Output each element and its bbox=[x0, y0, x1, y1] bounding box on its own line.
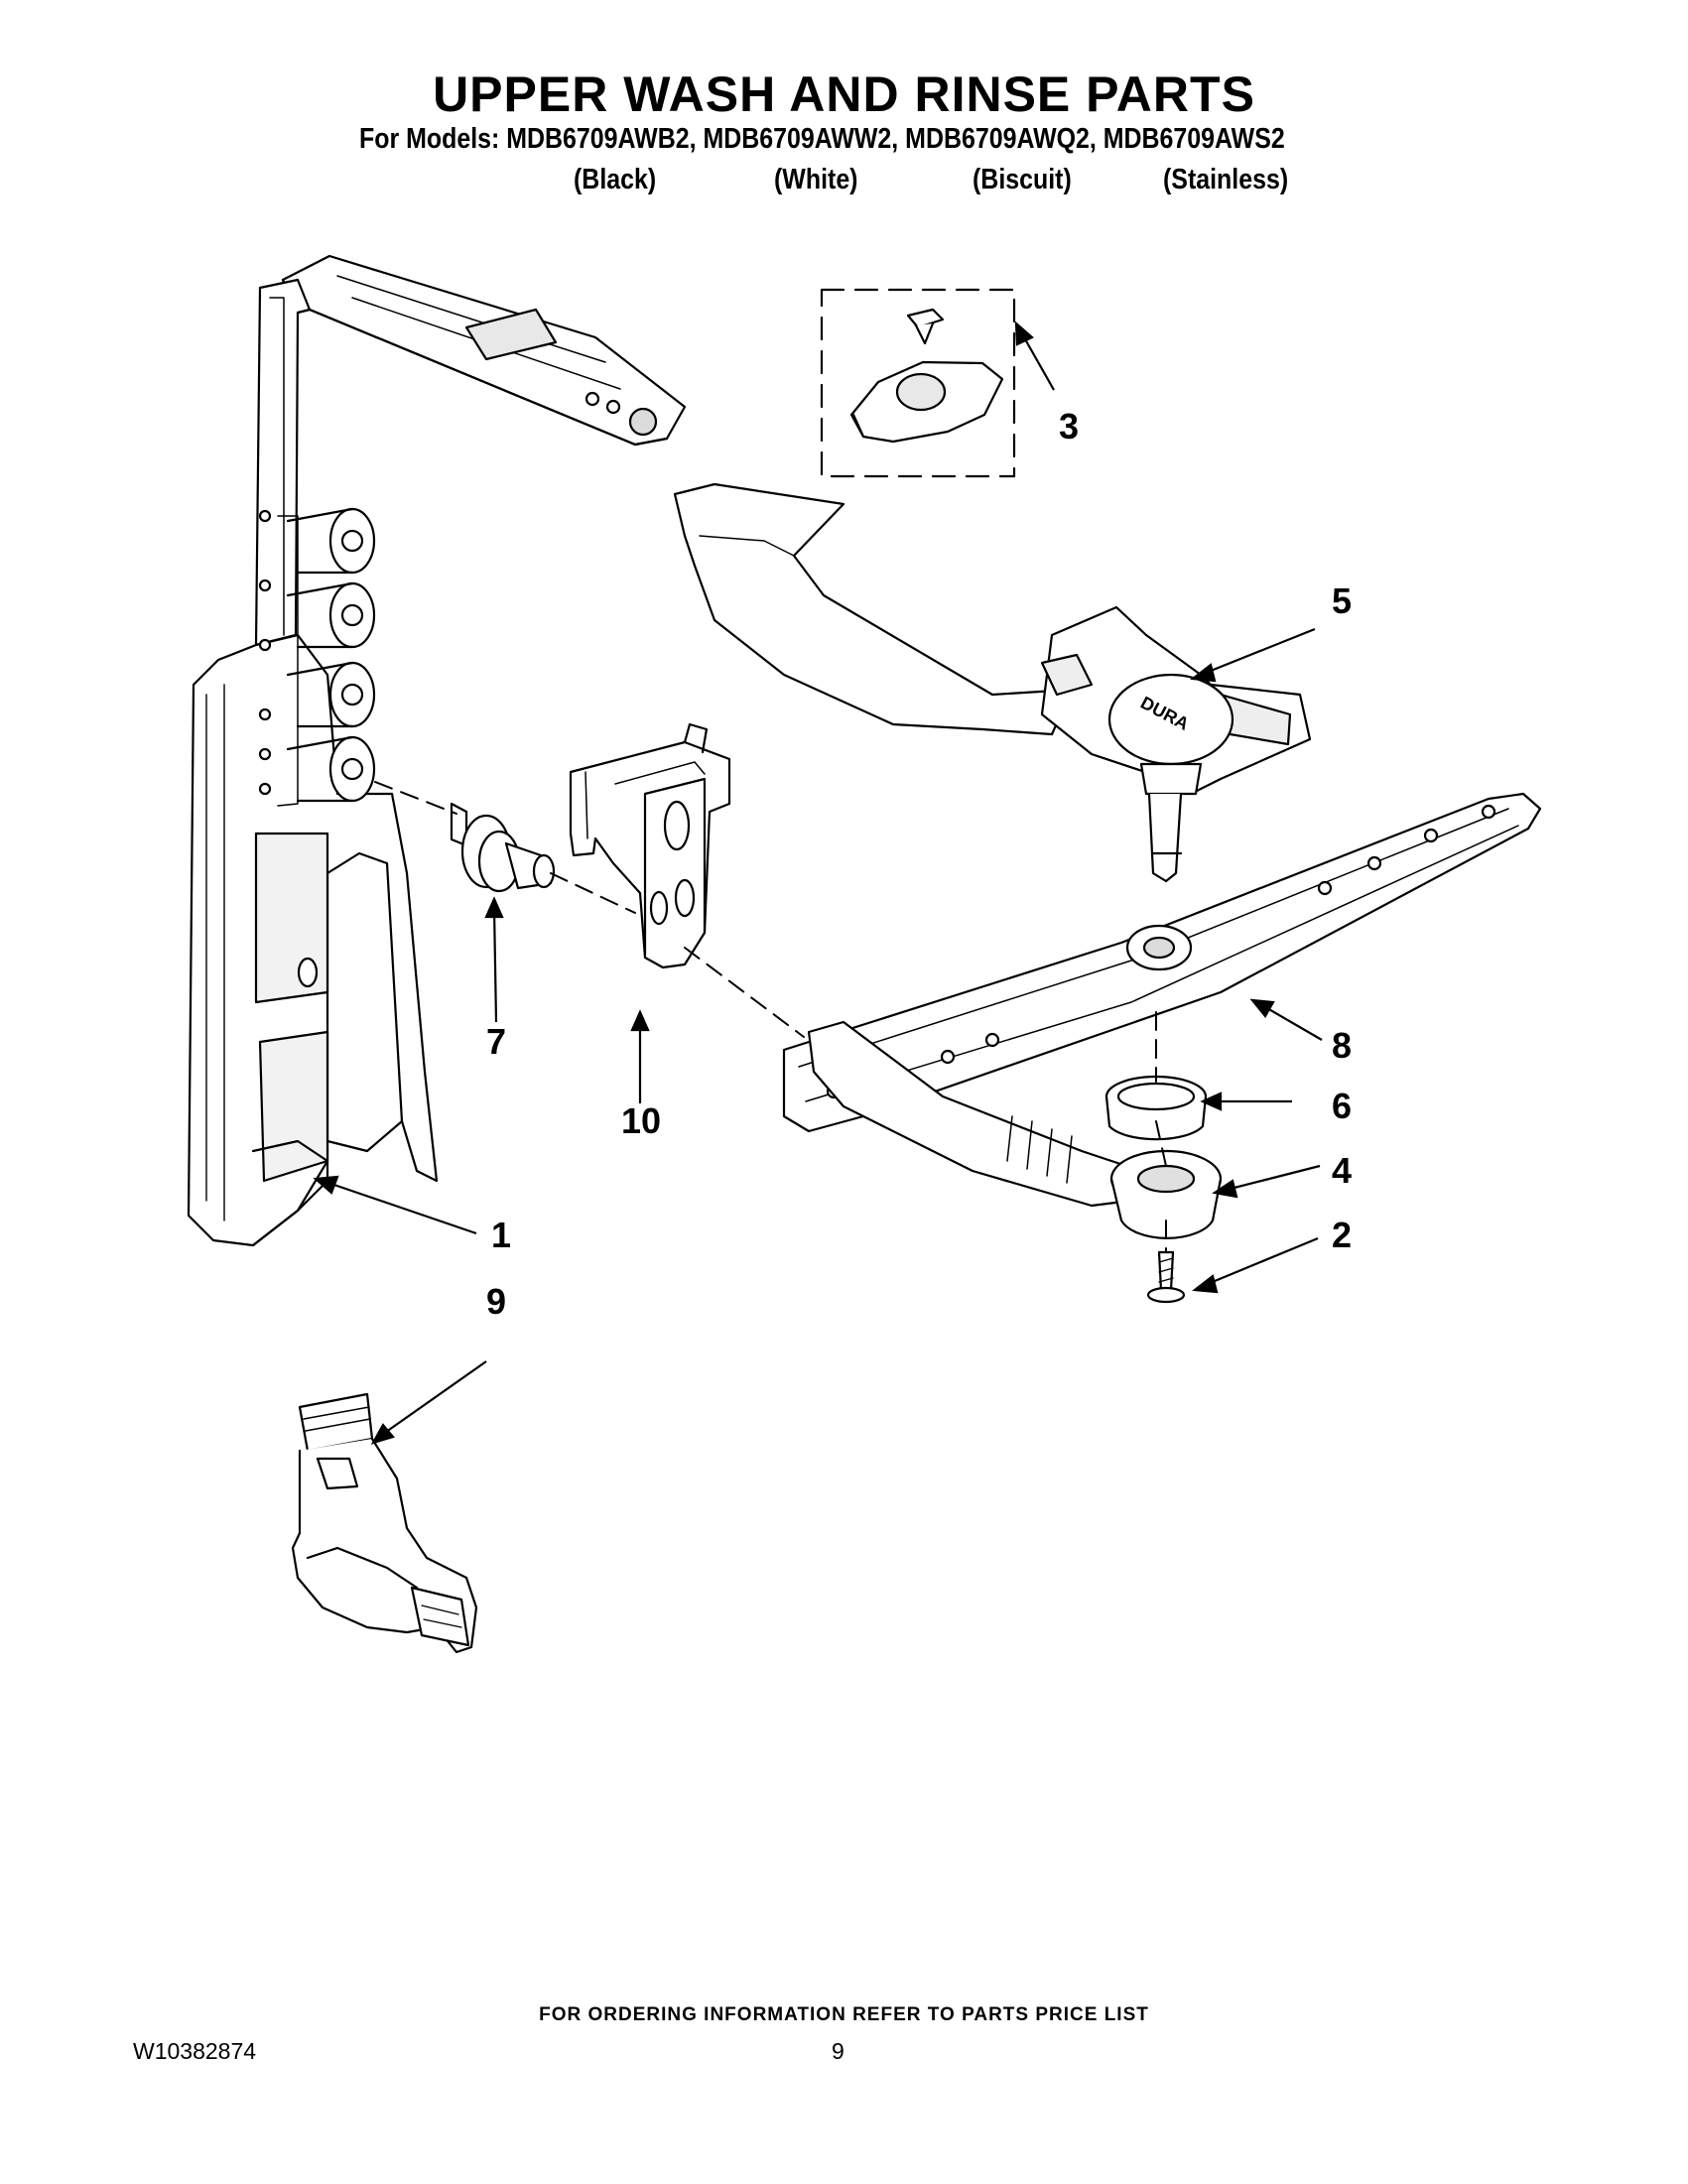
callout-3: 3 bbox=[1059, 406, 1079, 447]
callout-8: 8 bbox=[1332, 1025, 1352, 1066]
callout-9: 9 bbox=[486, 1281, 506, 1322]
leader-arrows bbox=[313, 321, 1323, 1445]
part-10-bracket bbox=[569, 722, 731, 969]
part-4-hub bbox=[1109, 1149, 1223, 1239]
part-7-inlet-grommet bbox=[450, 802, 556, 893]
page-title: UPPER WASH AND RINSE PARTS bbox=[433, 66, 1255, 122]
ordering-note: FOR ORDERING INFORMATION REFER TO PARTS … bbox=[539, 2004, 1149, 2025]
page-number: 9 bbox=[832, 2038, 844, 2064]
part-5-upper-conduit: DURA bbox=[673, 482, 1312, 883]
callout-6: 6 bbox=[1332, 1086, 1352, 1126]
color-label-biscuit: (Biscuit) bbox=[973, 164, 1072, 195]
part-1-conduit-manifold bbox=[187, 254, 687, 1247]
callout-1: 1 bbox=[491, 1215, 511, 1255]
document-number: W10382874 bbox=[133, 2038, 257, 2064]
part-8-spray-arm bbox=[782, 792, 1542, 1133]
part-9-clip bbox=[291, 1392, 478, 1654]
callout-7: 7 bbox=[486, 1021, 506, 1062]
alignment-lines bbox=[374, 781, 1167, 1253]
callout-4: 4 bbox=[1332, 1150, 1352, 1191]
color-label-black: (Black) bbox=[574, 164, 657, 195]
callout-5: 5 bbox=[1332, 580, 1352, 621]
part-6-ring bbox=[1104, 1075, 1208, 1141]
part-3-diverter bbox=[820, 288, 1016, 478]
color-label-white: (White) bbox=[774, 164, 858, 195]
callout-10: 10 bbox=[621, 1100, 661, 1141]
callout-2: 2 bbox=[1332, 1215, 1352, 1255]
models-line: For Models: MDB6709AWB2, MDB6709AWW2, MD… bbox=[359, 123, 1285, 155]
color-label-stainless: (Stainless) bbox=[1163, 164, 1289, 195]
part-2-screw bbox=[1146, 1250, 1186, 1304]
